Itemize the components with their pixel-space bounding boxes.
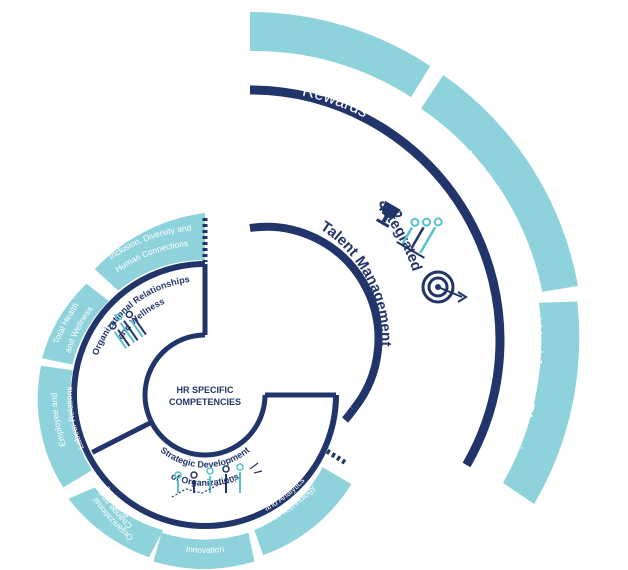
inner-circle-outline xyxy=(142,332,268,458)
small-wheel: HR SPECIFIC COMPETENCIES Organizational … xyxy=(37,213,352,570)
relationships-people-icon xyxy=(109,310,147,349)
segment-org-change[interactable] xyxy=(68,487,164,558)
segment-inclusion-diversity[interactable] xyxy=(94,213,205,291)
center-title-1: HR SPECIFIC xyxy=(176,385,234,395)
strategic-people-icon xyxy=(171,462,263,498)
dashed-accent-right xyxy=(320,445,348,466)
center-title-2: COMPETENCIES xyxy=(169,397,241,407)
segment-workforce-planning[interactable] xyxy=(503,301,580,505)
people-growth-icon xyxy=(396,217,443,259)
segment-total-rewards[interactable] xyxy=(250,11,431,98)
trophy-icon xyxy=(375,200,403,228)
competency-divider xyxy=(91,419,153,455)
segment-total-health[interactable] xyxy=(42,283,109,365)
small-wheel-white-fill xyxy=(80,270,330,520)
inner-navy-arc-end xyxy=(341,406,357,423)
small-wheel-navy-ring xyxy=(71,261,339,529)
segment-hr-technology[interactable] xyxy=(254,467,352,556)
target-icon xyxy=(421,270,468,304)
segment-employee-labour[interactable] xyxy=(37,365,92,488)
innovation-label: Innovation xyxy=(185,544,224,555)
inner-navy-arc xyxy=(249,222,383,412)
segment-innovation[interactable] xyxy=(153,532,255,570)
large-wheel-navy-ring xyxy=(249,85,505,468)
segment-learning-development[interactable] xyxy=(421,75,578,292)
